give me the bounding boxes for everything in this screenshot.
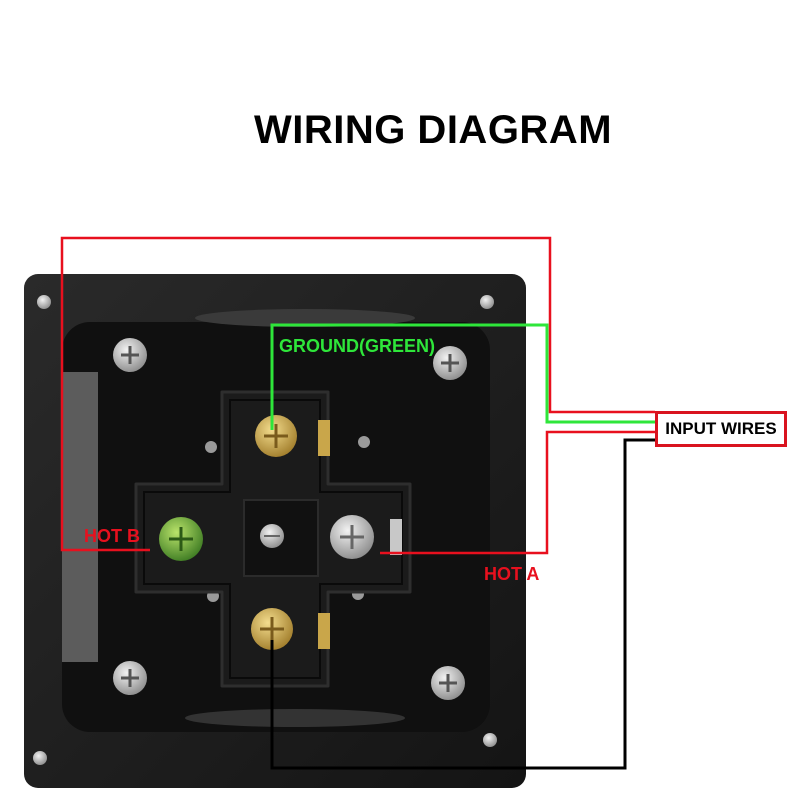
diagram-title: WIRING DIAGRAM [253,108,613,152]
corner-screw-tr [480,295,494,309]
neutral-wire [270,438,655,770]
mount-screw-tl-icon [113,338,147,372]
rivet [205,441,217,453]
corner-screw-tl [37,295,51,309]
top-arc-highlight [195,309,415,327]
bottom-arc-highlight [185,709,405,727]
hot-a-label: HOT A [484,564,540,584]
hot-b-wire [60,236,655,552]
hot-b-label: HOT B [84,526,140,546]
left-strip [62,372,98,662]
hot-a-terminal-icon [330,515,402,559]
corner-screw-br [483,733,497,747]
input-wires-box: INPUT WIRES [655,411,787,447]
ground-terminal-icon [255,415,330,457]
corner-screw-bl [33,751,47,765]
hot-b-terminal-icon [159,517,203,561]
neutral-terminal-icon [251,608,330,650]
mount-screw-bl-icon [113,661,147,695]
ground-label: GROUND(GREEN) [279,336,435,356]
rivet [358,436,370,448]
hot-a-wire [380,430,655,555]
ground-wire [270,323,655,430]
mount-screw-br-icon [431,666,465,700]
mount-screw-tr-icon [433,346,467,380]
center-screw-icon [260,524,284,548]
